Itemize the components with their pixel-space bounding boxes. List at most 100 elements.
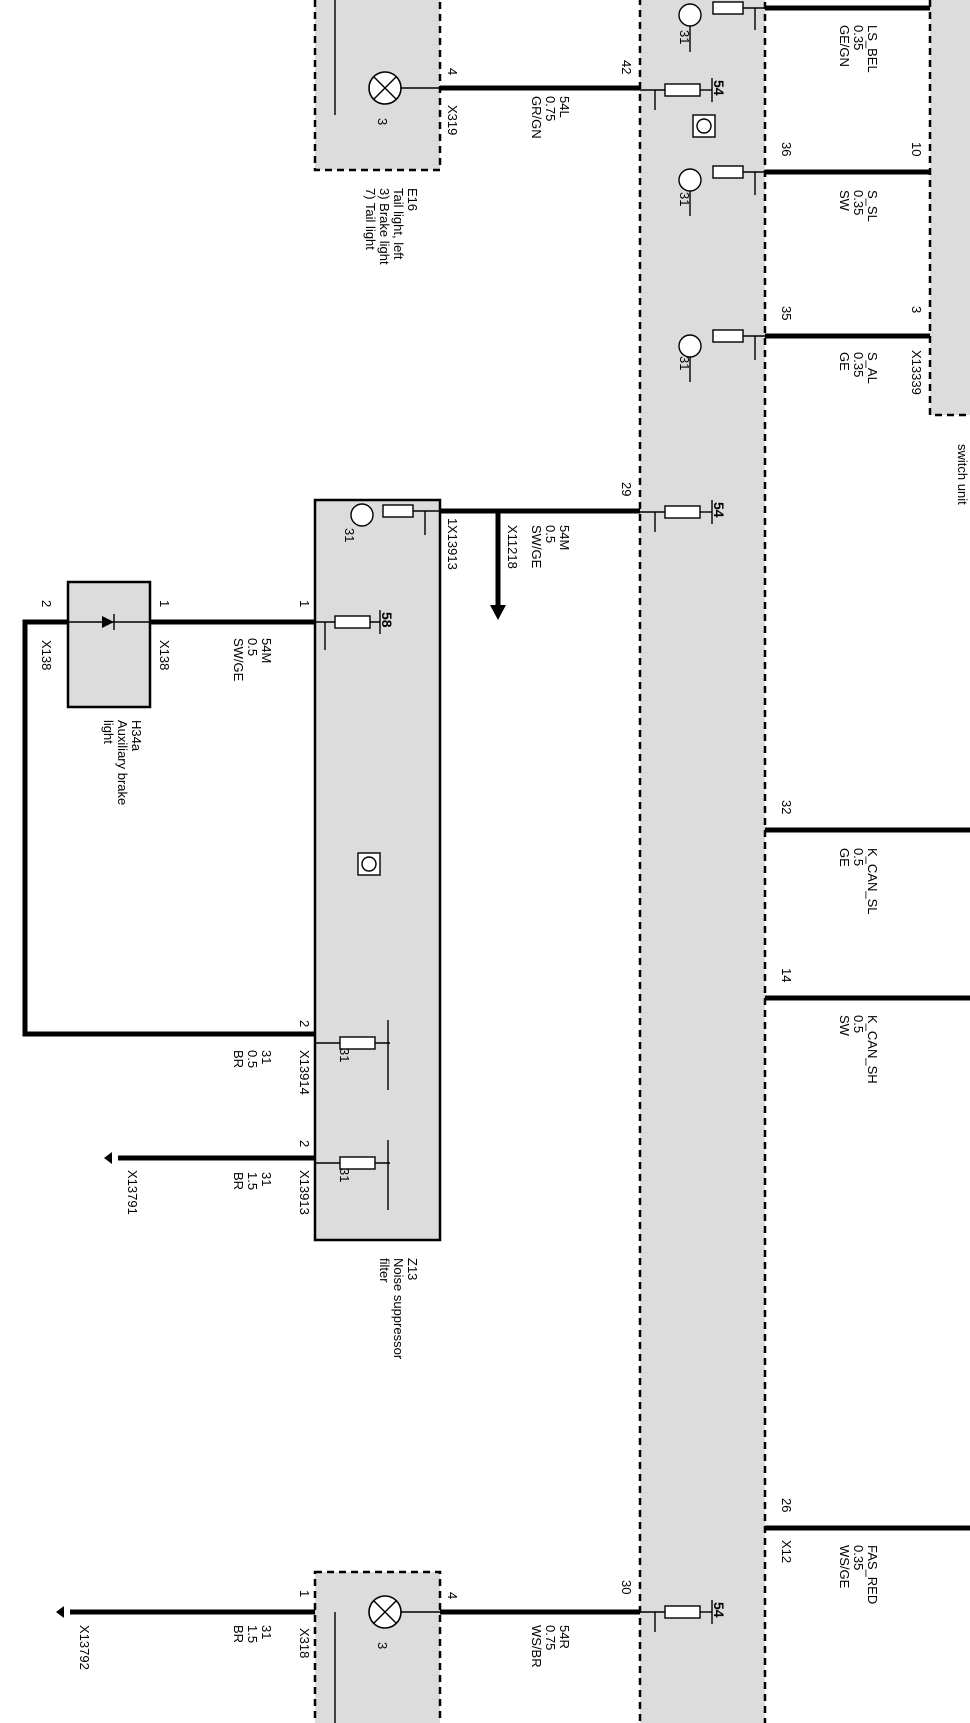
svg-text:S_AL: S_AL — [865, 352, 880, 384]
svg-text:0.5: 0.5 — [245, 638, 260, 656]
tail-light-right-pin-bulb: 3 — [375, 1642, 390, 1649]
filter-gnd-2 — [315, 1140, 390, 1210]
ref-x13792: X13792 — [77, 1625, 92, 1670]
wire-label-54m-top: 54M 0.5 SW/GE — [529, 525, 572, 569]
svg-text:GE: GE — [837, 352, 852, 371]
tail-light-left-desc: E16 Tail light, left 3) Brake light 7) T… — [363, 188, 420, 265]
svg-text:0.35: 0.35 — [851, 190, 866, 215]
svg-text:SW: SW — [837, 190, 852, 212]
svg-text:0.35: 0.35 — [851, 1545, 866, 1570]
tail-light-right-connector: X318 — [297, 1628, 312, 1658]
svg-text:Auxiliary brake: Auxiliary brake — [115, 720, 130, 805]
svg-text:FAS_RED: FAS_RED — [865, 1545, 880, 1604]
svg-text:7) Tail light: 7) Tail light — [363, 188, 378, 250]
switch-connector-x13339: X13339 — [909, 350, 924, 395]
ground-icon-2 — [56, 1606, 64, 1618]
module-label-54-b: 54 — [711, 502, 727, 518]
svg-text:0.5: 0.5 — [851, 1015, 866, 1033]
tail-light-left-pin-in: 4 — [445, 68, 460, 75]
svg-text:BR: BR — [231, 1625, 246, 1643]
switch-pin-10: 10 — [909, 142, 924, 156]
filter-pin-out: 1 — [297, 600, 312, 607]
filter-transistor-icon — [350, 503, 440, 535]
filter-label-31-gnd2: 31 — [337, 1168, 352, 1182]
module-input-s-al — [678, 329, 775, 382]
svg-text:SW: SW — [837, 1015, 852, 1037]
wire-label-54l: 54L 0.75 GR/GN — [529, 96, 572, 139]
svg-text:WS/BR: WS/BR — [529, 1625, 544, 1668]
svg-text:SW/GE: SW/GE — [231, 638, 246, 682]
svg-text:light: light — [101, 720, 116, 744]
filter-connector-gnd2: X13913 — [297, 1170, 312, 1215]
module-label-31-c: 31 — [677, 356, 692, 370]
svg-text:0.75: 0.75 — [543, 96, 558, 121]
module-pin-35: 35 — [779, 306, 794, 320]
svg-text:Z13: Z13 — [405, 1258, 420, 1280]
svg-text:filter: filter — [377, 1258, 392, 1283]
tail-light-left-connector: X319 — [445, 105, 460, 135]
svg-text:K_CAN_SL: K_CAN_SL — [865, 848, 880, 914]
wire-label-s-al: S_AL 0.35 GE — [837, 352, 880, 384]
module-symbol-icon — [692, 114, 716, 138]
module-pin-29: 29 — [619, 482, 634, 496]
wire-label-fas-red: FAS_RED 0.35 WS/GE — [837, 1545, 880, 1604]
ref-x13791: X13791 — [125, 1170, 140, 1215]
svg-text:BR: BR — [231, 1050, 246, 1068]
wire-label-ls-bel: LS_BEL 0.35 GE/GN — [837, 25, 880, 73]
module-tap-30 — [640, 1600, 713, 1632]
switch-unit-body — [928, 0, 970, 417]
svg-text:1.5: 1.5 — [245, 1625, 260, 1643]
svg-text:SW/GE: SW/GE — [529, 525, 544, 569]
filter-pin-gnd2: 2 — [297, 1140, 312, 1147]
svg-text:GE/GN: GE/GN — [837, 25, 852, 67]
module-pin-14: 14 — [779, 968, 794, 982]
svg-text:0.75: 0.75 — [543, 1625, 558, 1650]
module-input-s-sl — [678, 165, 775, 216]
svg-text:54L: 54L — [557, 96, 572, 118]
svg-text:1.5: 1.5 — [245, 1172, 260, 1190]
svg-text:K_CAN_SH: K_CAN_SH — [865, 1015, 880, 1084]
svg-text:54R: 54R — [557, 1625, 572, 1649]
module-tap-42 — [640, 78, 713, 110]
tail-light-left-bulb-icon — [368, 71, 402, 105]
svg-text:3) Brake light: 3) Brake light — [377, 188, 392, 265]
control-module-body — [638, 0, 767, 1723]
svg-text:WS/GE: WS/GE — [837, 1545, 852, 1589]
wire-label-54m-left: 54M 0.5 SW/GE — [231, 638, 274, 682]
aux-brake-conn2: X138 — [39, 640, 54, 670]
wire-label-s-sl: S_SL 0.35 SW — [837, 190, 880, 222]
wire-31-loop — [22, 619, 315, 1037]
module-pin-42: 42 — [619, 60, 634, 74]
svg-text:BR: BR — [231, 1172, 246, 1190]
ref-x11218: X11218 — [505, 525, 520, 569]
filter-resistor-58 — [315, 610, 381, 650]
switch-unit-label: switch unit — [955, 444, 970, 505]
svg-text:0.35: 0.35 — [851, 25, 866, 50]
wire-label-k-can-sh: K_CAN_SH 0.5 SW — [837, 1015, 880, 1084]
aux-brake-desc: H34a Auxiliary brake light — [101, 720, 144, 805]
svg-text:31: 31 — [259, 1172, 274, 1186]
svg-text:0.35: 0.35 — [851, 352, 866, 377]
aux-brake-light-body — [66, 580, 152, 709]
filter-gnd-1 — [315, 1020, 390, 1090]
svg-text:31: 31 — [259, 1625, 274, 1639]
module-input-ls-bel — [678, 1, 775, 52]
module-tap-29 — [640, 500, 713, 532]
module-pin-36: 36 — [779, 142, 794, 156]
tail-light-right-pin-in: 4 — [445, 1592, 460, 1599]
module-label-54-c: 54 — [711, 1602, 727, 1618]
svg-text:E16: E16 — [405, 188, 420, 211]
filter-label-31: 31 — [342, 528, 357, 542]
svg-text:0.5: 0.5 — [245, 1050, 260, 1068]
svg-text:Noise suppressor: Noise suppressor — [391, 1258, 406, 1360]
svg-text:S_SL: S_SL — [865, 190, 880, 222]
filter-connector-in: X13913 — [445, 525, 460, 570]
svg-text:31: 31 — [259, 1050, 274, 1064]
module-pin-26: 26 — [779, 1498, 794, 1512]
tail-light-right-bulb-icon — [368, 1595, 402, 1629]
ground-icon — [104, 1152, 112, 1164]
svg-text:0.5: 0.5 — [851, 848, 866, 866]
module-label-31-b: 31 — [677, 192, 692, 206]
wire-label-31-c: 31 1.5 BR — [231, 1625, 274, 1643]
